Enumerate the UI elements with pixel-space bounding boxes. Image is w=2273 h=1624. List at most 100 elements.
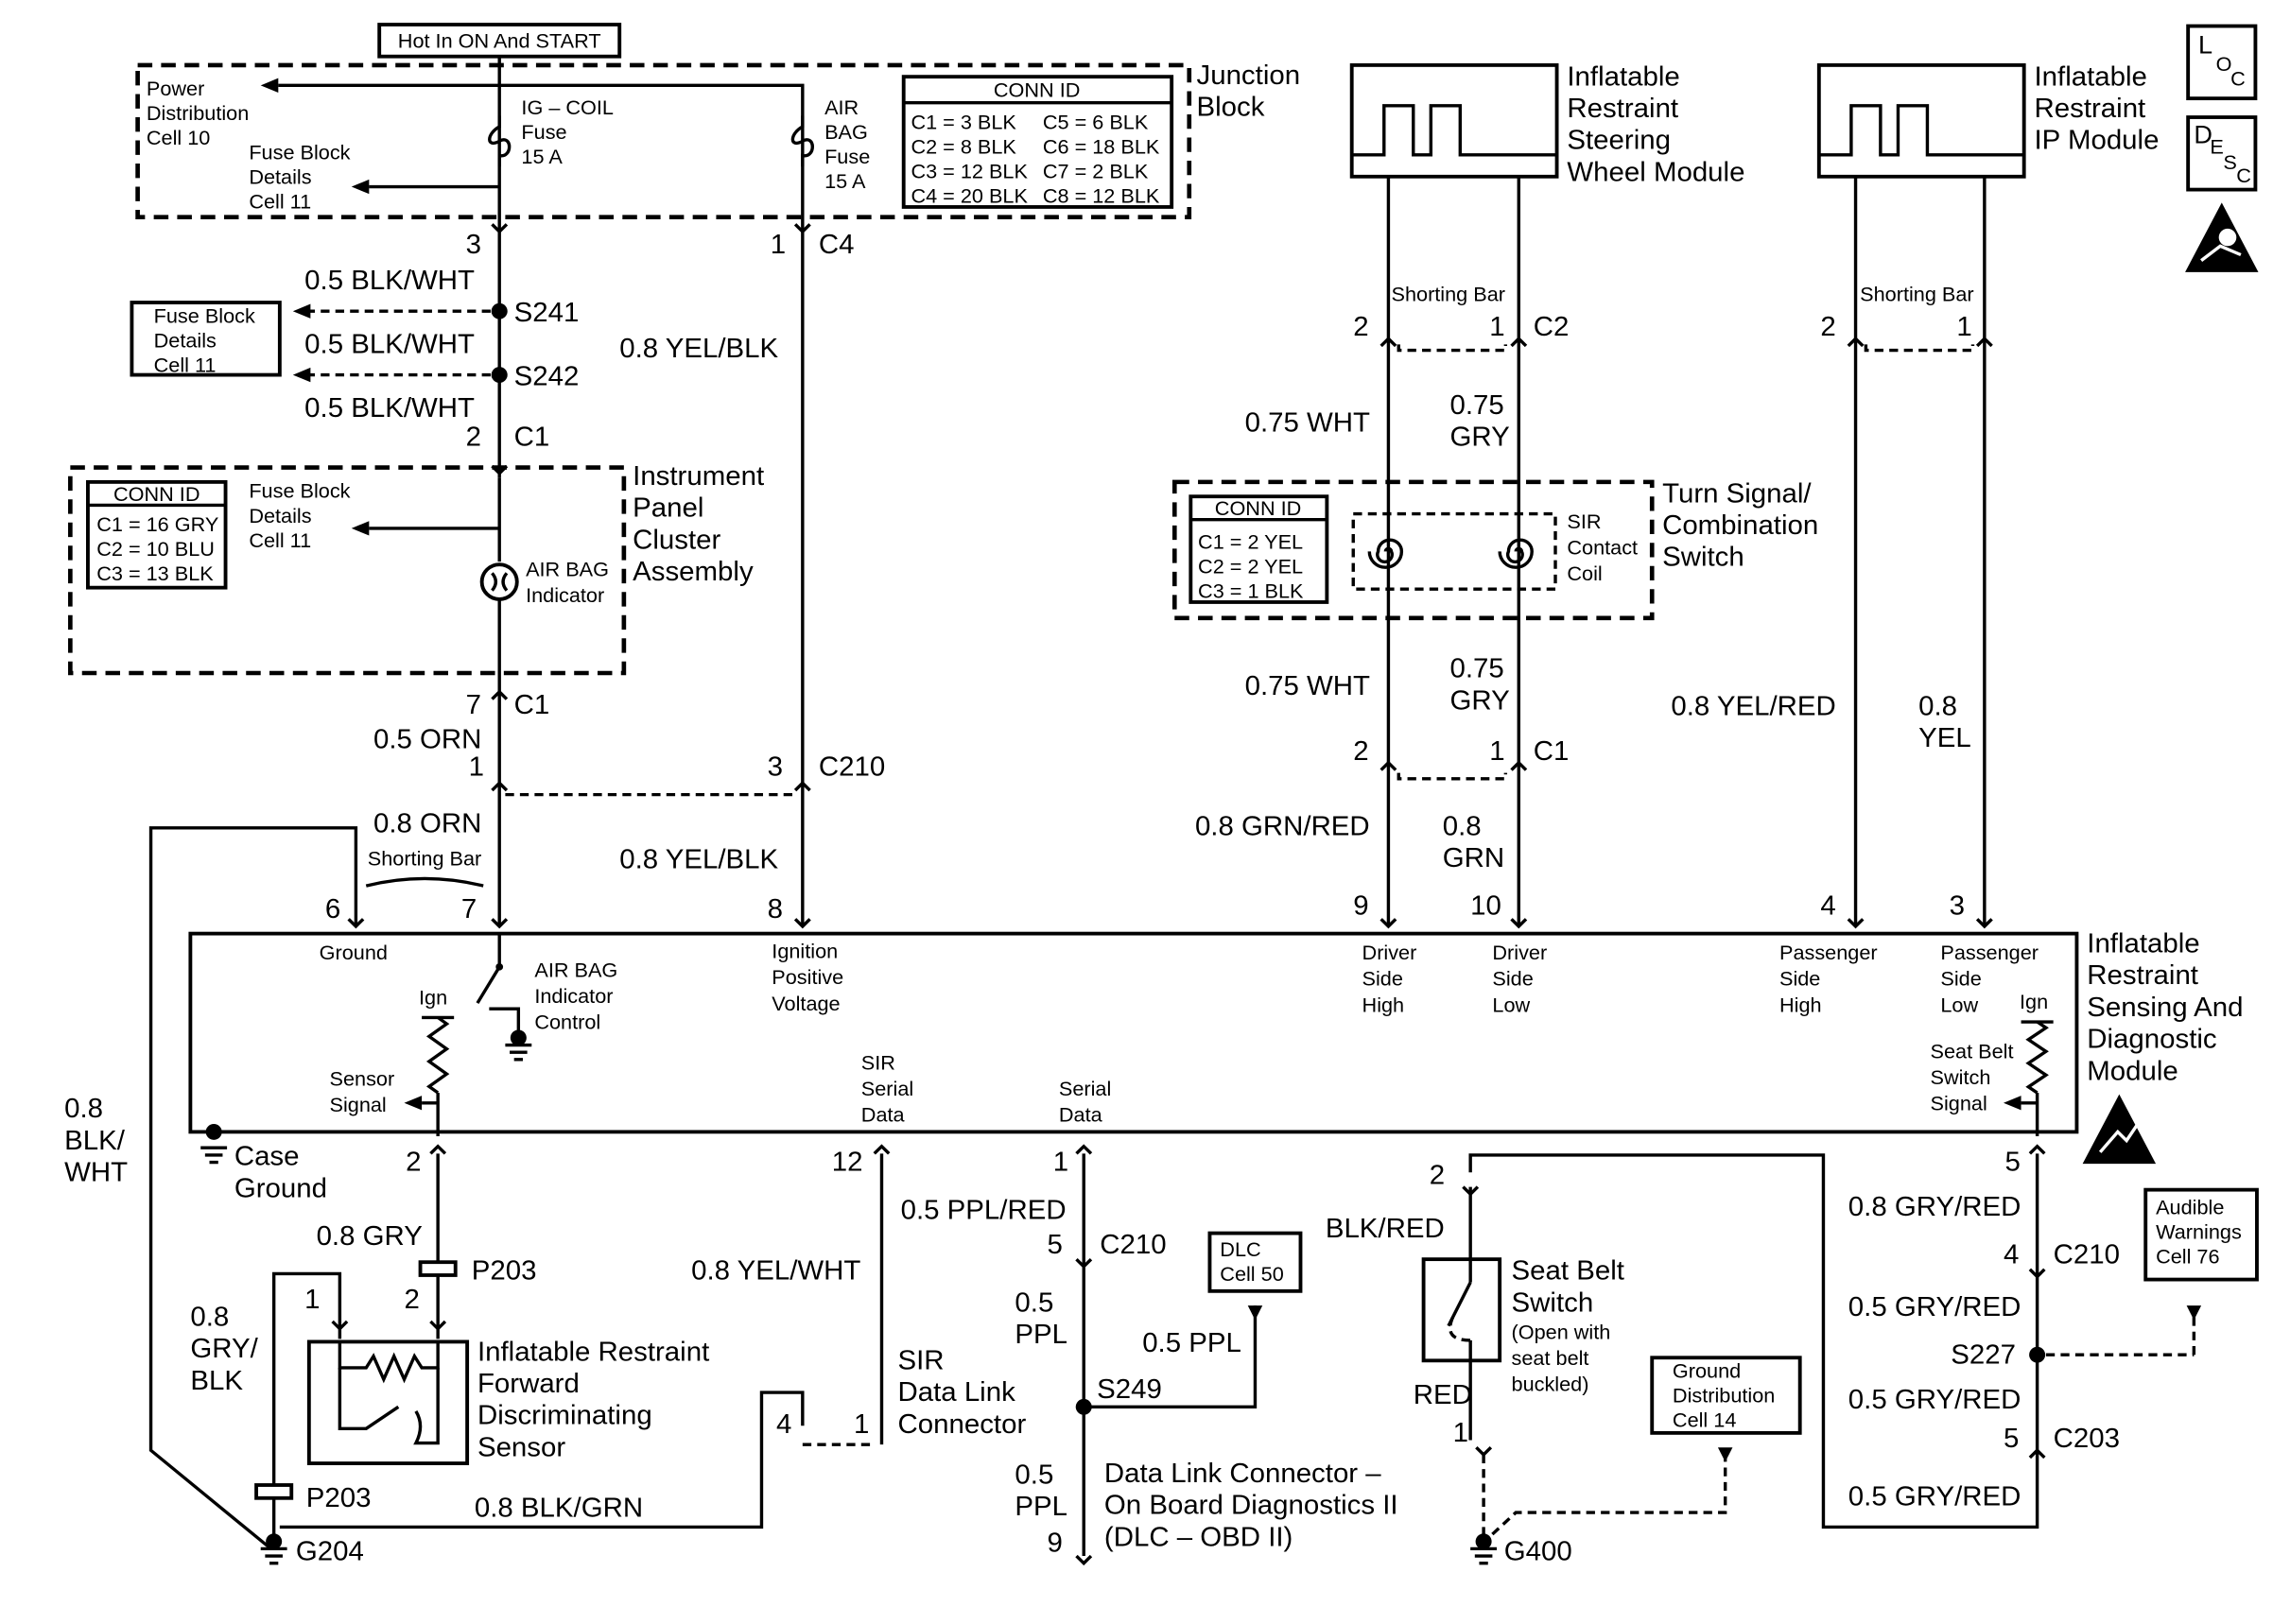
- sdm-pin-2-chevron: [429, 1144, 447, 1155]
- fwd-sensor-switch-icon: [338, 1367, 440, 1445]
- dlc-pin-9-label: 9: [1048, 1529, 1063, 1559]
- s242-label: S242: [514, 361, 580, 391]
- junction-conn-cell: C7 = 2 BLK: [1043, 159, 1149, 182]
- dlc-label-line: (DLC – OBD II): [1104, 1522, 1293, 1552]
- c210-top-label: C210: [819, 752, 885, 783]
- ip-module-pulse-icon: [1818, 104, 2024, 157]
- junction-conn-cell: C8 = 12 BLK: [1043, 183, 1160, 207]
- seat-belt-switch: [1421, 1257, 1502, 1363]
- g204-ground-icon: [260, 1546, 287, 1565]
- sdm-shorting-bar: [365, 876, 484, 888]
- gry-blk-label-line: BLK: [190, 1366, 243, 1396]
- airbag-warning-icon-head: [2218, 228, 2237, 247]
- steering-module-label-line: Inflatable: [1567, 61, 1679, 92]
- turn-switch-label-line: Switch: [1662, 543, 1744, 573]
- loc-letter-l: L: [2198, 31, 2212, 60]
- audible-warnings-label-line: Warnings: [2156, 1220, 2242, 1244]
- ip-module-label-line: IP Module: [2035, 126, 2160, 156]
- yel-blk-upper-label: 0.8 YEL/BLK: [619, 334, 778, 364]
- airbag-control-ground-lead: [489, 1007, 521, 1035]
- sir-dlc-label-line: Connector: [898, 1409, 1027, 1440]
- blk-wht-wire-label: 0.5 BLK/WHT: [304, 393, 475, 423]
- junction-conn-title: CONN ID: [994, 78, 1081, 102]
- sdm-pin-3-label: 3: [1950, 891, 1965, 922]
- ig-coil-fuse-label-line: 15 A: [521, 145, 563, 168]
- sdm-pin-1-label: 1: [1053, 1148, 1068, 1178]
- cluster-name-label-line: Panel: [633, 493, 703, 524]
- c203-pin-5-label: 5: [2004, 1424, 2019, 1454]
- gry-red-wire: [1468, 1153, 2039, 1529]
- fuse-block-details-label-line: Cell 11: [249, 190, 311, 214]
- airbag-control-label-line: Control: [534, 1011, 600, 1034]
- driver-high-label-line: High: [1362, 993, 1405, 1016]
- ip-module: [1816, 62, 2026, 179]
- seatbelt-pin-1-chevron: [1475, 1446, 1493, 1458]
- c203-chevron: [2028, 1447, 2046, 1460]
- junction-conn-cell: C5 = 6 BLK: [1043, 110, 1149, 133]
- ignition-voltage-label-line: Positive: [772, 965, 843, 989]
- sdm-pin-8-label: 8: [768, 894, 783, 924]
- sdm-pin-2-label: 2: [406, 1148, 421, 1178]
- sensor-pin-2-chevron: [429, 1320, 447, 1332]
- blk-grn-label: 0.8 BLK/GRN: [475, 1494, 643, 1524]
- sdm-name-label-line: Diagnostic: [2087, 1025, 2216, 1055]
- ig-coil-fuse-icon: [488, 115, 512, 167]
- pass-low-label-line: Passenger: [1940, 941, 2039, 964]
- desc-letter-d: D: [2194, 121, 2212, 149]
- fuse-block-details-label-line: Fuse Block: [249, 141, 350, 164]
- ground-dist-box: [1650, 1356, 1802, 1435]
- dlc-label-line: On Board Diagnostics II: [1104, 1491, 1398, 1521]
- case-ground-dot: [205, 1123, 222, 1140]
- ppl-lower-label-line: 0.5: [1015, 1460, 1053, 1491]
- c210-pin-4-label: 4: [2004, 1240, 2019, 1270]
- ground-dist-label-line: Ground: [1673, 1359, 1741, 1383]
- fwd-sensor-label-line: Discriminating: [477, 1401, 652, 1431]
- ground-dist-link: [1491, 1447, 1727, 1536]
- yel-label-line: YEL: [1918, 723, 1971, 753]
- sdm-pin-12-label: 12: [832, 1148, 863, 1178]
- p203-lower-plug: [254, 1483, 294, 1500]
- turn-switch-label-line: Combination: [1662, 510, 1818, 541]
- contact-coil-driver-low-icon: [1498, 538, 1534, 569]
- audible-warnings-label-line: Cell 76: [2156, 1245, 2219, 1269]
- sdm-name-label-line: Inflatable: [2087, 929, 2199, 959]
- sensor-signal-label-line: Signal: [330, 1093, 387, 1116]
- turn-switch-label-line: Turn Signal/: [1662, 478, 1812, 509]
- sdm-pin-7-chevron: [491, 918, 509, 929]
- blk-wht-08-label-line: WHT: [64, 1158, 128, 1188]
- dlc-ref-box: [1207, 1231, 1303, 1293]
- sdm-pin-12-chevron: [873, 1144, 891, 1155]
- junction-conn-cell: C4 = 20 BLK: [911, 183, 1028, 207]
- cluster-conn-table: [86, 479, 228, 590]
- red-label: RED: [1414, 1380, 1472, 1410]
- seatbelt-note-label-line: seat belt: [1512, 1346, 1589, 1370]
- pass-high-label-line: High: [1779, 993, 1822, 1016]
- sensor-pin-1-chevron: [331, 1320, 349, 1332]
- driver-high-label-line: Driver: [1362, 941, 1417, 964]
- pdc-label-line: Distribution: [147, 101, 249, 125]
- sdm-pin-9-chevron: [1379, 918, 1397, 929]
- cluster-fuse-details-label-line: Fuse Block: [249, 479, 350, 503]
- c210-pin-1-label: 1: [469, 752, 484, 783]
- ground-dist-arrow-icon: [1717, 1447, 1733, 1462]
- p203-upper-plug: [418, 1260, 458, 1277]
- turn-signal-switch: [1171, 479, 1655, 621]
- s227-label: S227: [1951, 1340, 2016, 1371]
- dlc-ref-label-line: Cell 50: [1220, 1262, 1283, 1286]
- steering-shorting-bar-label: Shorting Bar: [1392, 283, 1505, 306]
- cluster-name-label-line: Cluster: [633, 525, 720, 555]
- c210-pin-3-label: 3: [768, 752, 783, 783]
- cluster-out-chevron: [491, 689, 509, 700]
- blk-red-label: BLK/RED: [1326, 1214, 1445, 1244]
- ig-coil-fuse-label-line: IG – COIL: [521, 95, 614, 119]
- gry-blk-label-line: GRY/: [190, 1334, 258, 1364]
